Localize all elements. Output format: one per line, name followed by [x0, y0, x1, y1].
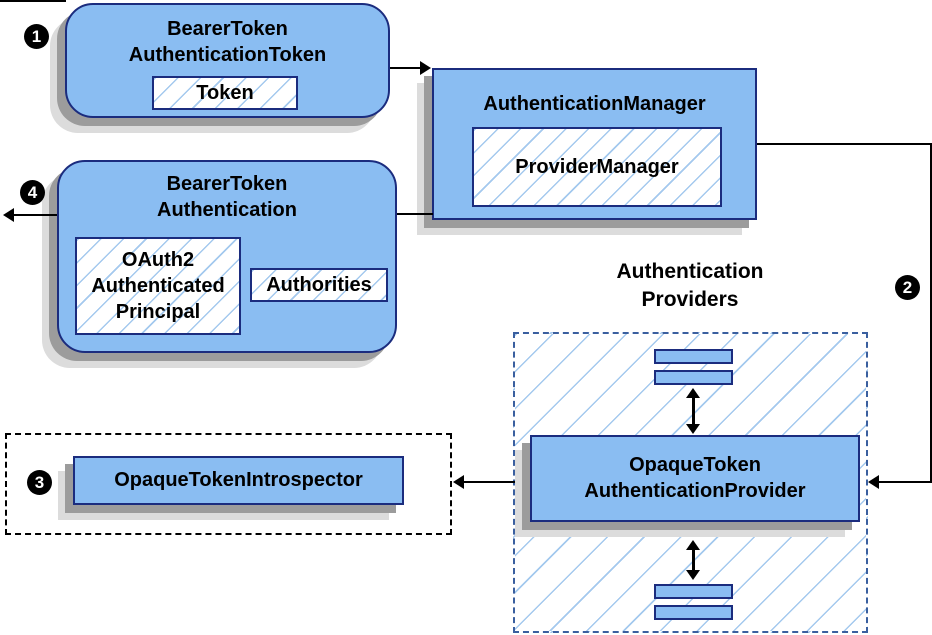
provider-placeholder-bar [654, 349, 733, 364]
manager-to-provider-line-right [930, 143, 932, 483]
manager-to-result-line [397, 213, 433, 215]
opaque-token-authentication-provider-title: OpaqueToken AuthenticationProvider [584, 454, 806, 502]
opaque-token-authentication-provider-node: OpaqueToken AuthenticationProvider [530, 435, 860, 522]
provider-link-arrowhead-up-icon [686, 388, 700, 398]
step-4-badge: 4 [20, 180, 45, 205]
provider-to-introspector-arrowhead-icon [453, 475, 464, 489]
authentication-manager-node: AuthenticationManager ProviderManager [432, 68, 757, 220]
provider-placeholder-bar [654, 605, 733, 620]
token-to-manager-arrowhead-icon [420, 61, 431, 75]
manager-to-provider-arrowhead-icon [868, 475, 879, 489]
oauth2-authenticated-principal-inner-box: OAuth2 Authenticated Principal [75, 237, 241, 335]
step-2-badge: 2 [895, 275, 920, 300]
provider-link-arrowhead-up-icon [686, 540, 700, 550]
bearer-token-authentication-title: BearerToken Authentication [157, 173, 297, 221]
outgoing-authentication-line [13, 214, 57, 216]
bearer-token-authentication-node: BearerToken Authentication OAuth2 Authen… [57, 160, 397, 353]
step-3-badge: 3 [27, 470, 52, 495]
incoming-request-line [0, 0, 66, 2]
provider-manager-inner-box: ProviderManager [472, 127, 722, 207]
provider-link-line-top [692, 396, 695, 426]
step-1-badge: 1 [24, 24, 49, 49]
authorities-inner-box: Authorities [250, 268, 388, 302]
provider-link-arrowhead-down-icon [686, 424, 700, 434]
authentication-manager-title: AuthenticationManager [483, 93, 706, 115]
provider-link-line-bottom [692, 548, 695, 574]
provider-placeholder-bar [654, 584, 733, 599]
opaque-token-introspector-title: OpaqueTokenIntrospector [114, 469, 363, 491]
provider-placeholder-bar [654, 370, 733, 385]
outgoing-authentication-arrowhead-icon [3, 208, 14, 222]
manager-to-provider-line-bottom [878, 481, 932, 483]
manager-to-provider-line-top [757, 143, 932, 145]
bearer-token-authentication-token-node: BearerToken AuthenticationToken Token [65, 3, 390, 118]
opaque-token-introspector-node: OpaqueTokenIntrospector [73, 456, 404, 505]
authentication-providers-area: OpaqueToken AuthenticationProvider [513, 332, 868, 633]
provider-to-introspector-line [463, 481, 515, 483]
provider-link-arrowhead-down-icon [686, 570, 700, 580]
token-inner-box: Token [152, 76, 298, 110]
authentication-providers-label: Authentication Providers [616, 260, 764, 311]
token-to-manager-line [390, 67, 421, 69]
bearer-token-authentication-token-title: BearerToken AuthenticationToken [128, 18, 327, 66]
